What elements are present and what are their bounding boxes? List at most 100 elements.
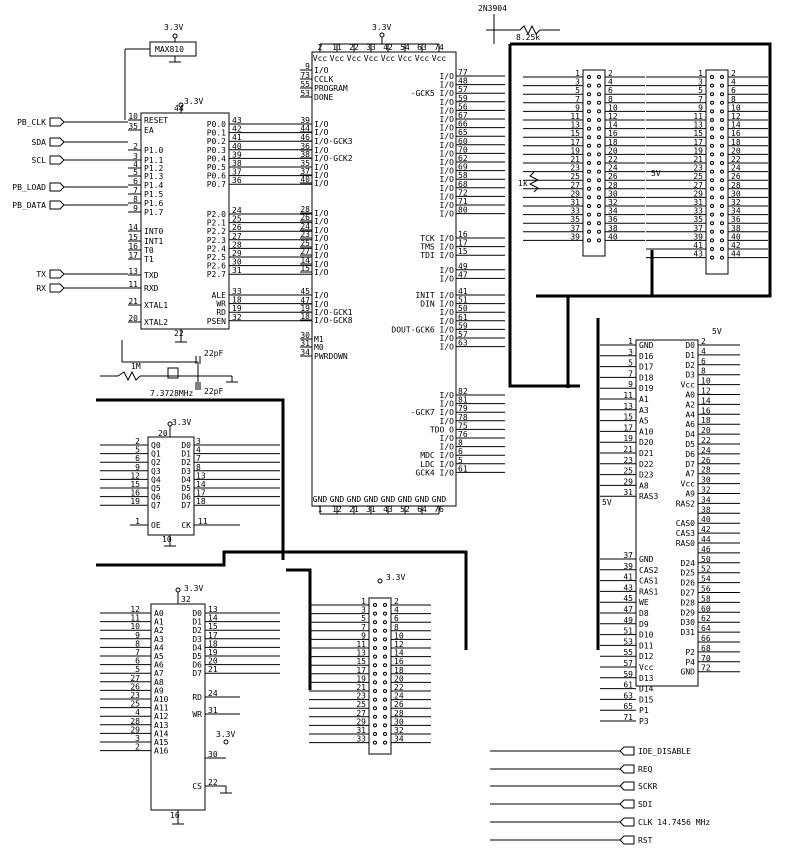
hdr34-pad-34 [383, 740, 387, 745]
sram-rd-pin: 24 [208, 689, 218, 698]
hdr44-pad-36 [720, 221, 724, 226]
fpga-right-pin-47-label: I/O [440, 274, 455, 283]
mcu-pin-t0-label: T0 [144, 246, 154, 255]
latch-d4-pin: 13 [196, 471, 206, 480]
simm-left-pin-19: 19 [623, 434, 633, 443]
simm-left-pin-9-label: D19 [639, 384, 654, 393]
hdr40-pin-33: 33 [570, 207, 580, 216]
mcu-p0.5-pin: 38 [232, 159, 242, 168]
simm-right-pin-12: 12 [701, 387, 711, 396]
sram-d2-label: D2 [192, 626, 202, 635]
fpga-right-pin-78-label: I/O [440, 417, 455, 426]
hdr44-pin-39: 39 [693, 232, 703, 241]
hdr40-pad-14 [597, 126, 601, 131]
simm-left-pin-11-label: A1 [639, 395, 649, 404]
simm-right-pin-14: 14 [701, 396, 711, 405]
hdr34-pin-4: 4 [394, 606, 399, 615]
latch-d1-pin: 4 [196, 446, 201, 455]
fpga-right-pin-5: 5 [458, 456, 463, 465]
hdr44-pad-24 [720, 169, 724, 174]
hdr44-pin-35: 35 [693, 215, 703, 224]
hdr40-pin-36: 36 [608, 215, 618, 224]
fpga-left-pin-14-label: I/O [314, 260, 329, 269]
fpga-left-pin-38: 38 [300, 150, 310, 159]
latch-oe-pin: 1 [135, 517, 140, 526]
latch-d7-label: D7 [181, 501, 191, 510]
sram-d3-label: D3 [192, 635, 202, 644]
simm-right-pin-32-label: A9 [685, 490, 695, 499]
latch-q2-label: Q2 [151, 458, 161, 467]
hdr34-pin-15: 15 [356, 657, 366, 666]
simm-left-pin-37: 37 [623, 551, 633, 560]
fpga-left-pin-39-label: I/O [314, 120, 329, 129]
hdr40-pin-15: 15 [570, 129, 580, 138]
latch-d6-pin: 17 [196, 489, 206, 498]
hdr34-pad-1 [373, 603, 377, 607]
hdr34-pin-20: 20 [394, 674, 404, 683]
sram-a12-label: A12 [154, 712, 169, 721]
mcu-pin-17-number: 17 [128, 251, 138, 260]
hdr40-pad-29 [587, 195, 591, 200]
simm-right-pin-10-label: Vcc [681, 381, 696, 390]
fpga-right-pin-68-label: I/O [440, 184, 455, 193]
simm-left-pin-55: 55 [623, 648, 633, 657]
sram-a15-label: A15 [154, 738, 169, 747]
simm-right-pin-40-label: CAS0 [676, 519, 695, 528]
sram-a16-pin: 2 [135, 743, 140, 752]
mcu-pin-10-number: 10 [128, 112, 138, 121]
simm-left-pin-7-label: D18 [639, 373, 654, 382]
header-34pin: 3.3V 13579111315171921232527293133246810… [309, 573, 431, 755]
hdr34-pin-13: 13 [356, 649, 366, 658]
simm-right-pin-34: 34 [701, 495, 711, 504]
sram-a8-label: A8 [154, 678, 164, 687]
hdr44-pin-34: 34 [731, 207, 741, 216]
hdr34-pin-28: 28 [394, 709, 404, 718]
hdr34-pad-30 [383, 723, 387, 728]
simm-left-pin-45: 45 [623, 594, 633, 603]
fpga-right-pin-16: 16 [458, 230, 468, 239]
mcu-pin-8-number: 8 [133, 195, 138, 204]
simm-right-pin-70-label: P4 [685, 658, 695, 667]
mcu-p2.3-pin: 27 [232, 232, 242, 241]
fpga-left-pin-47: 47 [300, 296, 310, 305]
fpga-right-pin-8: 8 [458, 439, 463, 448]
hdr34-pin-24: 24 [394, 692, 404, 701]
hdr44-pin-41: 41 [693, 241, 703, 250]
latch-d5-pin: 14 [196, 480, 206, 489]
hdr34-pin-23: 23 [356, 692, 366, 701]
mcu-p2.0-label: P2.0 [207, 210, 226, 219]
simm-left-pin-1: 1 [628, 337, 633, 346]
hdr40-pin-35: 35 [570, 215, 580, 224]
mcu-p0.1-label: P0.1 [207, 129, 226, 138]
simm-left-pin-1-label: GND [639, 341, 654, 350]
mcu-psen-label: PSEN [207, 317, 226, 326]
fpga-right-pin-71: 71 [458, 197, 468, 206]
hdr44-pad-16 [720, 135, 724, 140]
hdr40-pin-9: 9 [575, 103, 580, 112]
fpga-right-pin-65: 65 [458, 128, 468, 137]
fpga-vcc-label-22: Vcc [347, 54, 362, 63]
fpga-right-pin-63-label: I/O [440, 343, 455, 352]
fpga-vcc-supply: 3.3V [372, 23, 391, 32]
hdr34-pad-29 [373, 723, 377, 728]
fpga-vcc-pin-33: 33 [366, 43, 376, 52]
simm-right-pin-26-label: D7 [685, 460, 695, 469]
simm-right-pin-6-label: D2 [685, 361, 695, 370]
fpga-right-pin-56: 56 [458, 102, 468, 111]
hdr44-pad-41 [710, 247, 714, 251]
fpga-right-pin-51-label: DIN I/O [420, 300, 454, 309]
fpga-vcc-pin-74: 74 [434, 43, 444, 52]
fpga-gnd-pin-1: 1 [318, 505, 323, 514]
fpga-vcc-label-63: Vcc [415, 54, 430, 63]
hdr44-pin-16: 16 [731, 129, 741, 138]
sram-wr-label: WR [192, 710, 202, 719]
mcu-gnd-pin: 22 [174, 329, 184, 338]
fpga-right-pin-61: 61 [458, 464, 468, 473]
simm-left-pin-53-label: D11 [639, 641, 654, 650]
simm-right-pin-22: 22 [701, 436, 711, 445]
mcu-p0.2-pin: 41 [232, 133, 242, 142]
mcu-p2.7-pin: 31 [232, 266, 242, 275]
sram-a11-pin: 25 [130, 700, 140, 709]
mcu-rd-pin: 19 [232, 304, 242, 313]
